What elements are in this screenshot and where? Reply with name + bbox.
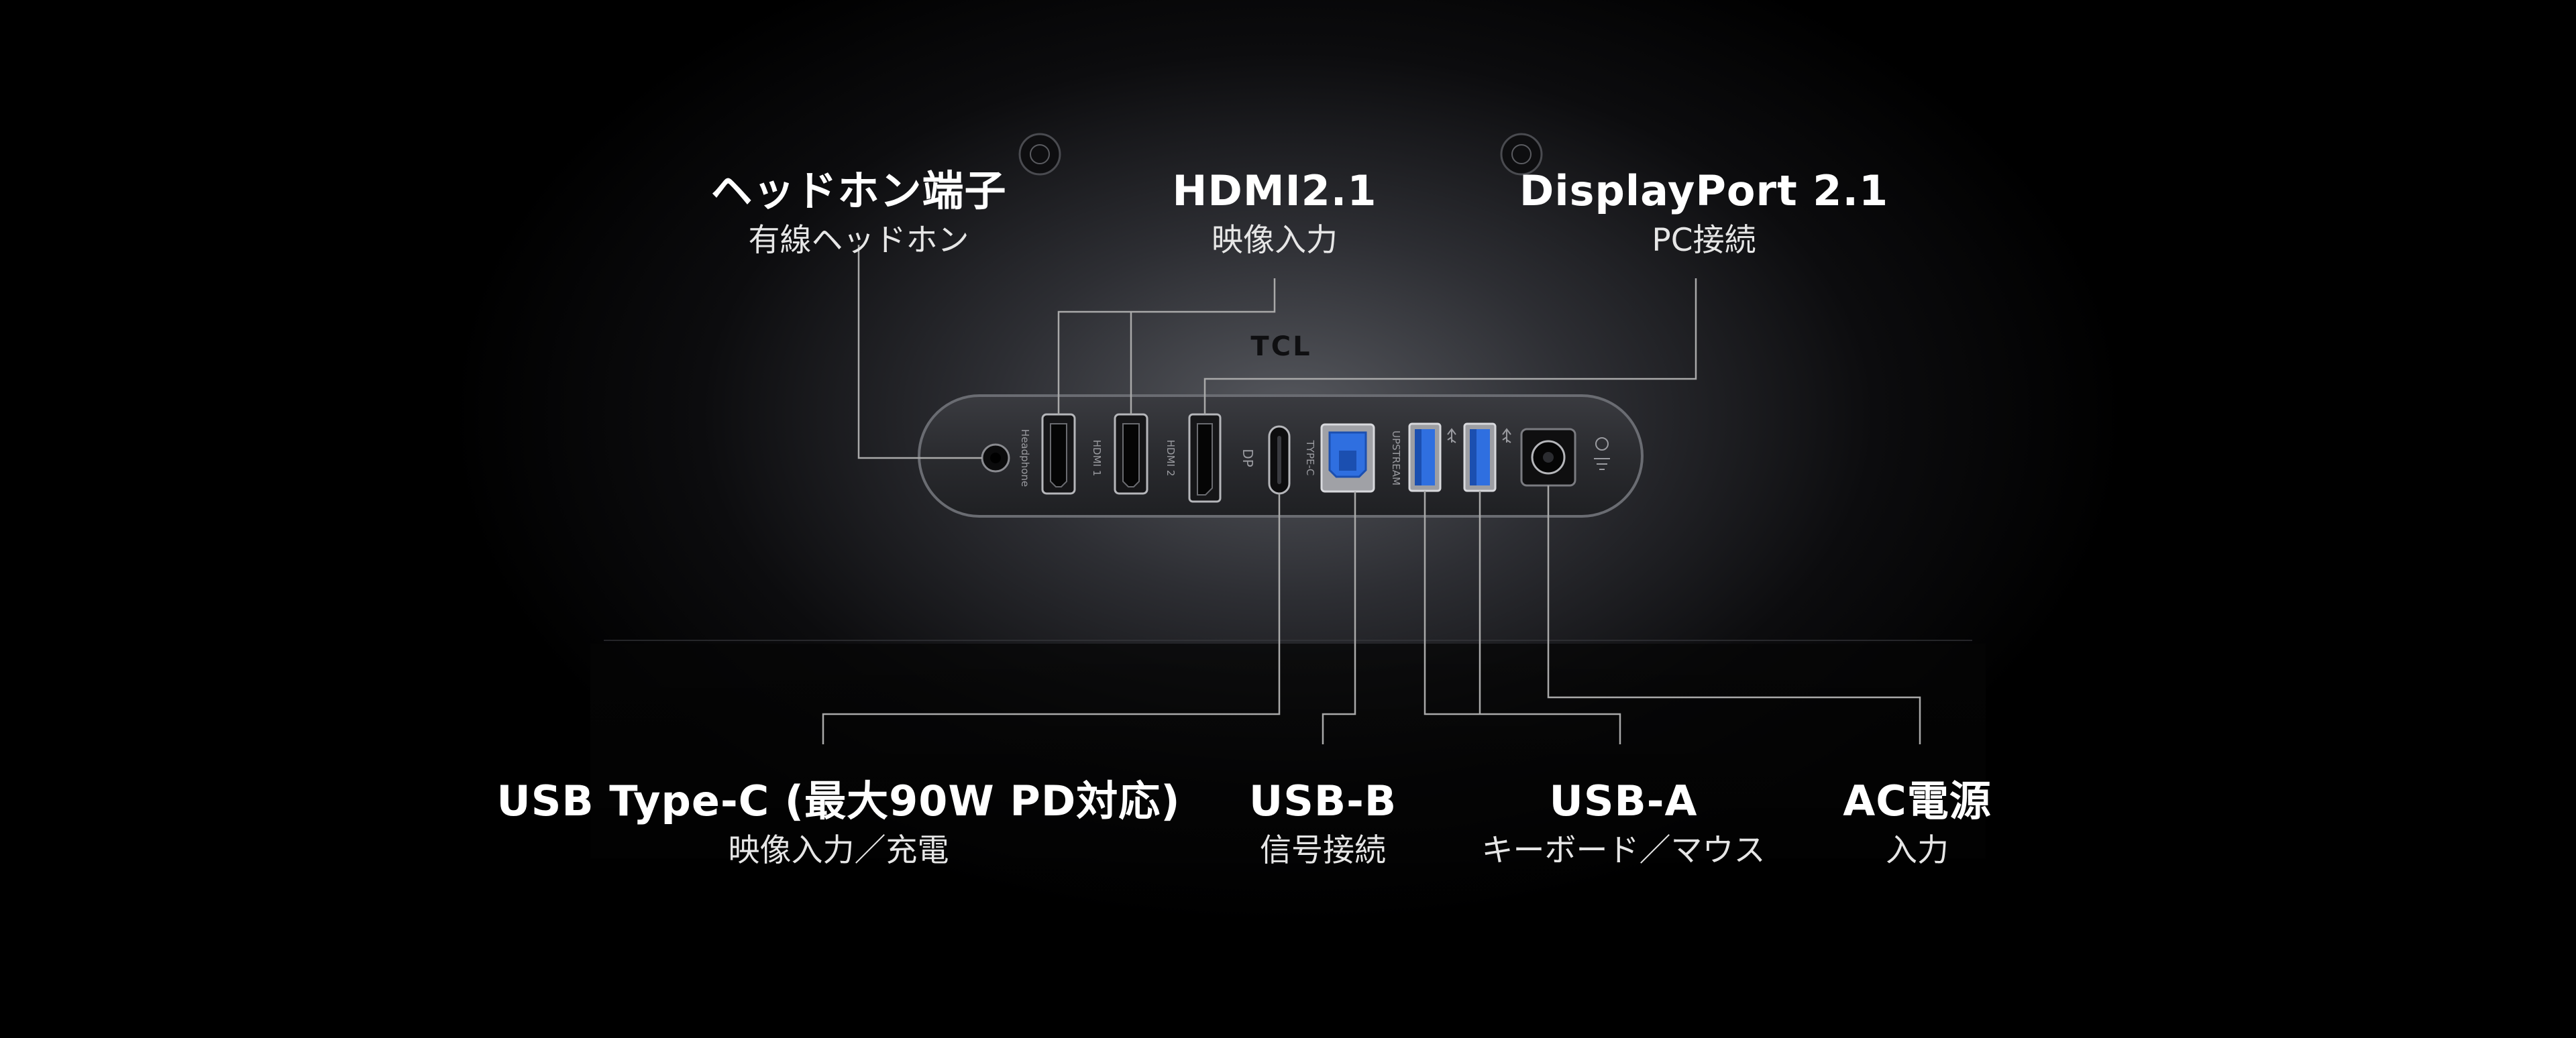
callout-usb-a: USB-A キーボード／マウス <box>1482 774 1766 874</box>
callout-headphone: ヘッドホン端子 有線ヘッドホン <box>710 164 1006 264</box>
usb-c-port-label: TYPE-C <box>1304 440 1316 476</box>
callout-subtitle: キーボード／マウス <box>1481 832 1766 869</box>
hdmi-2-port-icon <box>1114 413 1148 495</box>
callout-subtitle: 信号接続 <box>1260 832 1386 869</box>
callout-ac-power: AC電源 入力 <box>1843 774 1992 874</box>
displayport-port-label: DP <box>1240 449 1256 467</box>
usb-c-port-icon <box>1268 425 1291 495</box>
callout-usb-b: USB-B 信号接続 <box>1249 774 1397 874</box>
ac-power-port-icon <box>1520 428 1576 487</box>
upstream-port-label: UPSTREAM <box>1390 430 1402 485</box>
usb-a-port-icon <box>1408 422 1442 492</box>
screw-hole-icon <box>1018 133 1061 176</box>
callout-subtitle: 入力 <box>1886 832 1949 869</box>
headphone-port-icon <box>981 443 1010 473</box>
displayport-port-icon <box>1188 413 1222 503</box>
callout-title: DisplayPort 2.1 <box>1519 166 1889 215</box>
usb-b-port-icon <box>1320 423 1375 493</box>
power-rating-icon <box>1594 437 1610 470</box>
callout-usb-c: USB Type-C (最大90W PD対応) 映像入力／充電 <box>496 774 1180 874</box>
callout-title: ヘッドホン端子 <box>710 166 1007 215</box>
callout-title: USB-B <box>1248 776 1397 825</box>
callout-title: USB Type-C (最大90W PD対応) <box>496 776 1181 825</box>
callout-subtitle: PC接続 <box>1652 222 1756 259</box>
leader-lines <box>822 245 1921 744</box>
callout-subtitle: 映像入力／充電 <box>728 832 949 869</box>
callout-subtitle: 有線ヘッドホン <box>748 222 969 259</box>
hdmi-1-port-icon <box>1041 413 1076 495</box>
callout-title: AC電源 <box>1843 776 1992 825</box>
usb-a-port-icon <box>1463 422 1497 492</box>
hdmi-2-port-label: HDMI 2 <box>1165 440 1177 477</box>
hdmi-1-port-label: HDMI 1 <box>1091 440 1103 477</box>
callout-subtitle: 映像入力 <box>1211 222 1338 259</box>
callout-hdmi: HDMI2.1 映像入力 <box>1173 164 1377 264</box>
usb-symbol-icon <box>1447 428 1511 443</box>
callout-title: HDMI2.1 <box>1172 166 1377 215</box>
callout-displayport: DisplayPort 2.1 PC接続 <box>1519 164 1888 264</box>
brand-logo: TCL <box>1250 331 1311 362</box>
headphone-port-label: Headphone <box>1019 429 1031 487</box>
screw-hole-icon <box>1500 133 1543 176</box>
callout-title: USB-A <box>1549 776 1698 825</box>
